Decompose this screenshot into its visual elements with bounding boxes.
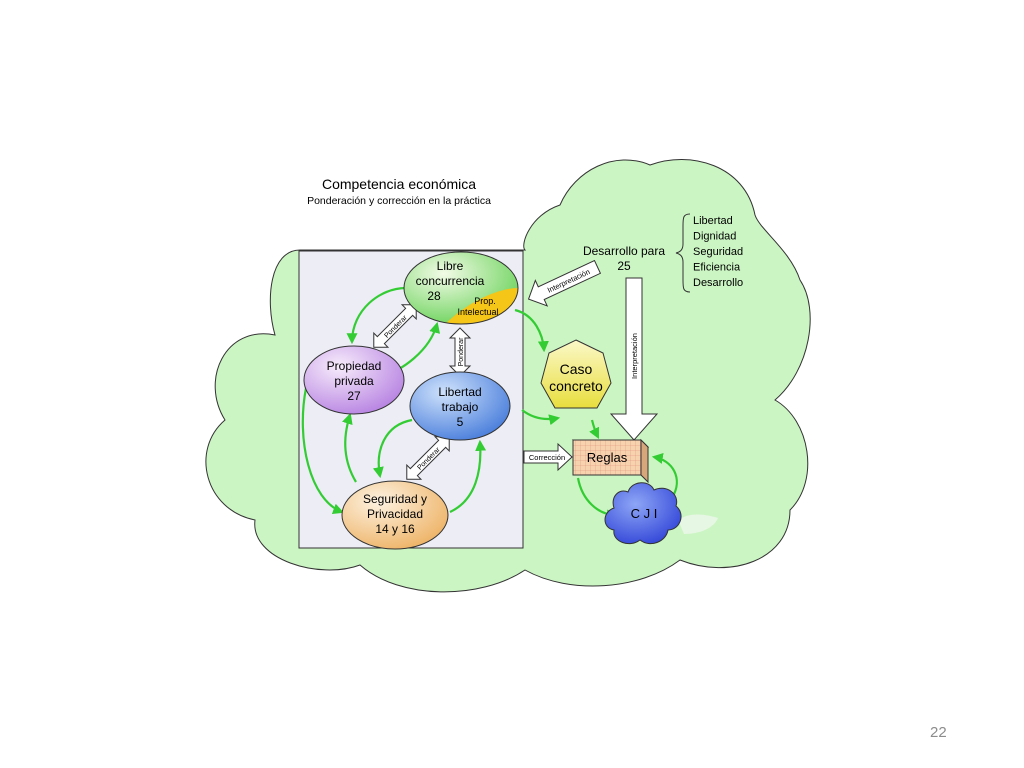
svg-text:Ponderar: Ponderar xyxy=(458,337,465,366)
svg-text:28: 28 xyxy=(427,289,441,303)
connector-propiedad-seguridad xyxy=(301,387,345,515)
svg-text:Seguridad y: Seguridad y xyxy=(363,492,427,506)
diagram-title: Competencia económica xyxy=(322,176,476,192)
node-libertad-trabajo: Libertad trabajo 5 xyxy=(409,371,511,441)
node-reglas: Reglas xyxy=(571,438,650,484)
connector-caso-reglas xyxy=(589,419,599,439)
connector-libertad-seguridad xyxy=(372,418,413,479)
svg-text:C J I: C J I xyxy=(631,506,658,521)
svg-text:Interpretación: Interpretación xyxy=(630,333,639,379)
interpretacion-vertical-arrow: Interpretación xyxy=(609,277,659,441)
values-list-item: Libertad xyxy=(693,215,733,227)
prop-intelectual-label: Prop. xyxy=(474,296,496,306)
svg-text:trabajo: trabajo xyxy=(442,400,479,414)
svg-text:Corrección: Corrección xyxy=(529,453,565,462)
svg-text:Libre: Libre xyxy=(437,259,464,273)
node-caso-concreto: Caso concreto xyxy=(540,339,612,409)
svg-text:14 y 16: 14 y 16 xyxy=(375,522,415,536)
node-cji: C J I xyxy=(604,482,682,545)
connector-libre-propiedad xyxy=(346,286,407,345)
values-brace xyxy=(675,213,691,293)
connector-panel-caso xyxy=(521,409,561,426)
cloud-wisp xyxy=(678,514,718,534)
desarrollo-label: Desarrollo para xyxy=(583,244,665,258)
page-number: 22 xyxy=(930,724,947,741)
values-list-item: Desarrollo xyxy=(693,277,743,289)
values-list: LibertadDignidadSeguridadEficienciaDesar… xyxy=(693,215,743,289)
svg-text:privada: privada xyxy=(334,374,374,388)
connector-libre-caso xyxy=(514,308,549,353)
node-seguridad-privacidad: Seguridad y Privacidad 14 y 16 xyxy=(341,480,449,550)
svg-text:Reglas: Reglas xyxy=(587,450,628,465)
svg-text:Caso: Caso xyxy=(560,361,593,377)
svg-text:5: 5 xyxy=(457,415,464,429)
connector-seguridad-libertad xyxy=(449,439,487,513)
connector-cji-reglas xyxy=(651,453,678,499)
svg-text:27: 27 xyxy=(347,389,361,403)
values-list-item: Dignidad xyxy=(693,231,736,243)
svg-text:concreto: concreto xyxy=(549,378,603,394)
ponderar-arrow-2: Ponderar xyxy=(448,327,472,377)
prop-intelectual-wedge xyxy=(440,288,518,324)
svg-text:Privacidad: Privacidad xyxy=(367,507,423,521)
values-list-item: Seguridad xyxy=(693,246,743,258)
values-list-item: Eficiencia xyxy=(693,262,741,274)
desarrollo-number: 25 xyxy=(617,259,631,273)
correccion-arrow: Corrección xyxy=(523,442,573,472)
node-propiedad-privada: Propiedad privada 27 xyxy=(303,345,405,415)
prop-intelectual-label-2: Intelectual xyxy=(457,307,498,317)
node-libre-concurrencia: Libre concurrencia 28 Prop. Intelectual xyxy=(403,251,519,325)
diagram-subtitle: Ponderación y corrección en la práctica xyxy=(307,195,491,207)
svg-text:Propiedad: Propiedad xyxy=(327,359,382,373)
svg-text:concurrencia: concurrencia xyxy=(416,274,485,288)
svg-text:Libertad: Libertad xyxy=(438,385,481,399)
connector-seguridad-propiedad xyxy=(342,412,357,483)
